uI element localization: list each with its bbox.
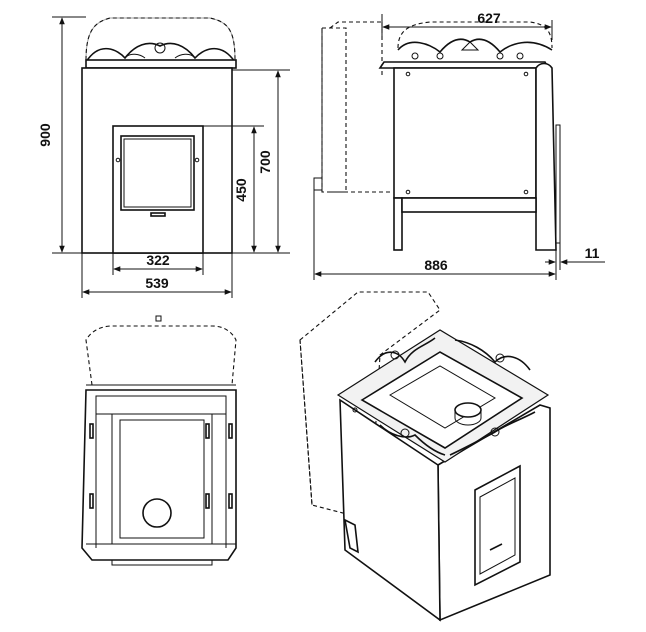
top-view-slot-5 bbox=[205, 423, 210, 439]
front-stone-basket-outline bbox=[85, 17, 236, 61]
iso-ornament-left bbox=[374, 337, 436, 364]
top-view-stone-basket bbox=[85, 325, 237, 386]
iso-door-handle bbox=[489, 543, 503, 551]
iso-door-frame bbox=[474, 464, 521, 587]
side-door-profile bbox=[555, 124, 561, 244]
dim-11-label: 11 bbox=[585, 245, 600, 261]
front-view: 900 700 450 322 539 bbox=[37, 16, 290, 298]
iso-inner-basket bbox=[389, 365, 496, 429]
iso-flue-body bbox=[454, 410, 482, 426]
side-leg-rear bbox=[393, 197, 403, 251]
side-tank-top bbox=[329, 21, 382, 29]
front-door-frame bbox=[112, 125, 204, 254]
side-ornament-dot-3 bbox=[516, 52, 524, 60]
iso-leg bbox=[343, 518, 359, 554]
dim-627-label: 627 bbox=[477, 10, 501, 26]
iso-ornament-front-left bbox=[379, 424, 446, 456]
side-tank-outline bbox=[321, 27, 347, 193]
iso-rivet bbox=[352, 407, 358, 413]
side-rivet-bl bbox=[405, 189, 411, 195]
isometric-view bbox=[299, 291, 551, 622]
front-ornament-center bbox=[154, 42, 166, 54]
iso-ornament-right bbox=[454, 339, 531, 371]
front-ornament-curls bbox=[124, 53, 196, 59]
top-view-slot-1 bbox=[89, 423, 94, 439]
iso-ornament-dot-4 bbox=[490, 427, 500, 437]
top-view-slot-2 bbox=[89, 493, 94, 509]
top-view-body bbox=[81, 389, 237, 561]
front-door-handle bbox=[150, 212, 166, 217]
side-ornament-dot-1 bbox=[436, 52, 444, 60]
dim-322-label: 322 bbox=[146, 252, 170, 268]
side-view: 627 886 11 bbox=[313, 10, 605, 280]
iso-ornament-front-right bbox=[449, 411, 536, 456]
front-ornament bbox=[85, 42, 236, 63]
front-door-glass-inner bbox=[123, 138, 192, 208]
top-view-slot-4 bbox=[228, 493, 233, 509]
side-rivet-tl bbox=[405, 71, 411, 77]
top-view-slot-3 bbox=[228, 423, 233, 439]
top-view-door-edge bbox=[111, 559, 213, 566]
dim-539-label: 539 bbox=[145, 275, 169, 291]
top-view-slot-6 bbox=[205, 493, 210, 509]
iso-flue-top bbox=[454, 402, 482, 418]
top-view-chimney-tab bbox=[155, 315, 162, 322]
side-leg-rail bbox=[401, 197, 537, 213]
iso-body-side bbox=[339, 398, 441, 622]
side-ornament-center bbox=[460, 41, 480, 51]
front-hinge-right bbox=[194, 157, 200, 163]
dim-886-label: 886 bbox=[424, 257, 448, 273]
iso-door-glass bbox=[479, 477, 516, 575]
side-ornament-dot-2 bbox=[496, 52, 504, 60]
iso-top-opening bbox=[360, 351, 524, 449]
side-body bbox=[393, 67, 537, 199]
iso-ornament-dot-3 bbox=[400, 428, 410, 438]
side-rivet-br bbox=[523, 189, 529, 195]
iso-ornament-dot-2 bbox=[495, 353, 505, 363]
top-view-flue-hole bbox=[142, 498, 172, 528]
dim-450-label: 450 bbox=[233, 178, 249, 202]
iso-ornament-dot-1 bbox=[390, 350, 400, 360]
dim-700-label: 700 bbox=[257, 150, 273, 174]
iso-tank-outline bbox=[299, 291, 441, 521]
side-top-rail bbox=[378, 61, 550, 69]
front-door-glass-outer bbox=[120, 135, 195, 211]
side-stone-basket bbox=[397, 21, 553, 49]
front-hinge-left bbox=[115, 157, 121, 163]
dim-900-label: 900 bbox=[37, 123, 53, 147]
side-tank-tap bbox=[313, 177, 323, 191]
front-top-rail bbox=[85, 59, 237, 69]
front-stone-basket-fill bbox=[85, 17, 236, 61]
top-view bbox=[81, 315, 237, 566]
top-view-firebox-inner bbox=[119, 419, 205, 539]
side-rivet-tr bbox=[523, 71, 529, 77]
side-front-panel bbox=[535, 62, 557, 251]
side-ornament-dot-4 bbox=[411, 52, 419, 60]
